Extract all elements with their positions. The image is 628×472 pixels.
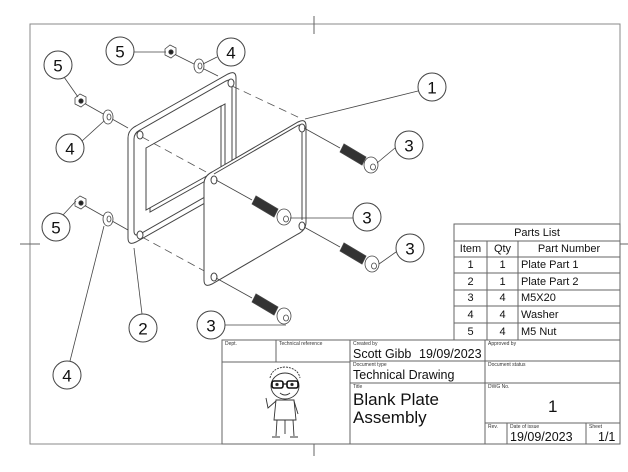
balloon-label: 1 <box>427 79 436 98</box>
author-avatar-logo <box>265 366 301 438</box>
parts-list-part: Plate Part 2 <box>521 275 579 288</box>
parts-list-item: 5 <box>467 325 474 338</box>
balloon-label: 5 <box>53 57 62 76</box>
document-type-label: Document type <box>353 362 387 368</box>
sheet-value: 1/1 <box>598 430 616 444</box>
rev-label: Rev. <box>488 424 498 430</box>
balloon-1: 1 <box>417 72 447 102</box>
parts-list-header-part-number: Part Number <box>537 243 601 255</box>
parts-list-item: 3 <box>467 292 474 304</box>
balloon-4: 4 <box>55 133 85 163</box>
balloons: 1 2 3 3 3 3 4 4 4 5 5 5 <box>41 36 447 390</box>
parts-list-qty: 4 <box>499 308 506 321</box>
parts-list-header-item: Item <box>459 243 482 255</box>
parts-list-grid <box>453 223 621 341</box>
approved-by-label: Approved by <box>488 341 517 347</box>
dept-label: Dept. <box>225 341 237 347</box>
title-label: Title <box>353 384 363 390</box>
bolt-1 <box>339 143 379 174</box>
parts-list-item: 2 <box>467 275 474 288</box>
parts-list-qty: 1 <box>499 275 506 288</box>
parts-list-item: 1 <box>467 259 474 271</box>
nut-top <box>164 44 177 59</box>
parts-list-part: Plate Part 1 <box>521 259 579 271</box>
parts-list-item: 4 <box>467 308 474 321</box>
parts-list-qty: 4 <box>499 292 506 304</box>
nut-lower <box>74 195 87 210</box>
parts-list-header-qty: Qty <box>493 243 512 255</box>
washer-lower <box>102 211 114 227</box>
balloon-label: 3 <box>206 317 215 336</box>
balloon-5: 5 <box>41 212 71 242</box>
balloon-label: 4 <box>65 140 74 159</box>
created-by-label: Created by <box>353 341 378 347</box>
balloon-label: 3 <box>405 240 414 259</box>
date-of-issue-value: 19/09/2023 <box>510 430 573 444</box>
washer-left <box>102 109 114 125</box>
balloon-5: 5 <box>105 36 135 66</box>
balloon-label: 2 <box>138 320 147 339</box>
balloon-5: 5 <box>43 50 73 80</box>
balloon-label: 5 <box>51 219 60 238</box>
balloon-label: 3 <box>362 209 371 228</box>
dwg-no-label: DWG No. <box>488 384 510 390</box>
washer-top <box>193 58 205 74</box>
parts-list-title: Parts List <box>514 226 560 239</box>
balloon-4: 4 <box>52 360 82 390</box>
balloon-3: 3 <box>352 202 382 232</box>
balloon-label: 5 <box>115 43 124 62</box>
balloon-label: 3 <box>404 137 413 156</box>
balloon-4: 4 <box>216 37 246 67</box>
plate-part-2 <box>127 72 237 244</box>
bolt-3 <box>339 242 380 273</box>
date-of-issue-label: Date of issue <box>510 424 540 430</box>
parts-list-part: M5 Nut <box>521 325 557 338</box>
document-type-value: Technical Drawing <box>353 368 455 382</box>
balloon-label: 4 <box>62 367 71 386</box>
balloon-3: 3 <box>196 310 226 340</box>
nuts-and-washers <box>74 44 219 231</box>
parts-list-qty: 1 <box>499 259 506 271</box>
bolt-4 <box>251 293 292 325</box>
drawing-title-line1: Blank Plate <box>353 390 439 409</box>
document-status-label: Document status <box>488 362 526 368</box>
parts-list-qty: 4 <box>499 325 506 338</box>
drawing-title-line2: Assembly <box>353 408 427 427</box>
bolts <box>215 127 380 325</box>
created-by-value: Scott Gibb <box>353 347 412 361</box>
nut-left <box>74 93 87 108</box>
created-date-value: 19/09/2023 <box>419 347 482 361</box>
balloon-2: 2 <box>128 313 158 343</box>
technical-reference-label: Technical reference <box>279 341 323 347</box>
parts-list-part: Washer <box>521 308 559 321</box>
balloon-label: 4 <box>226 44 235 63</box>
balloon-3: 3 <box>394 130 424 160</box>
bolt-2 <box>251 195 292 226</box>
dwg-no-value: 1 <box>548 397 558 416</box>
balloon-3: 3 <box>395 233 425 263</box>
leader-lines <box>62 51 419 362</box>
sheet-label: Sheet <box>589 424 603 430</box>
parts-list-part: M5X20 <box>521 292 556 304</box>
